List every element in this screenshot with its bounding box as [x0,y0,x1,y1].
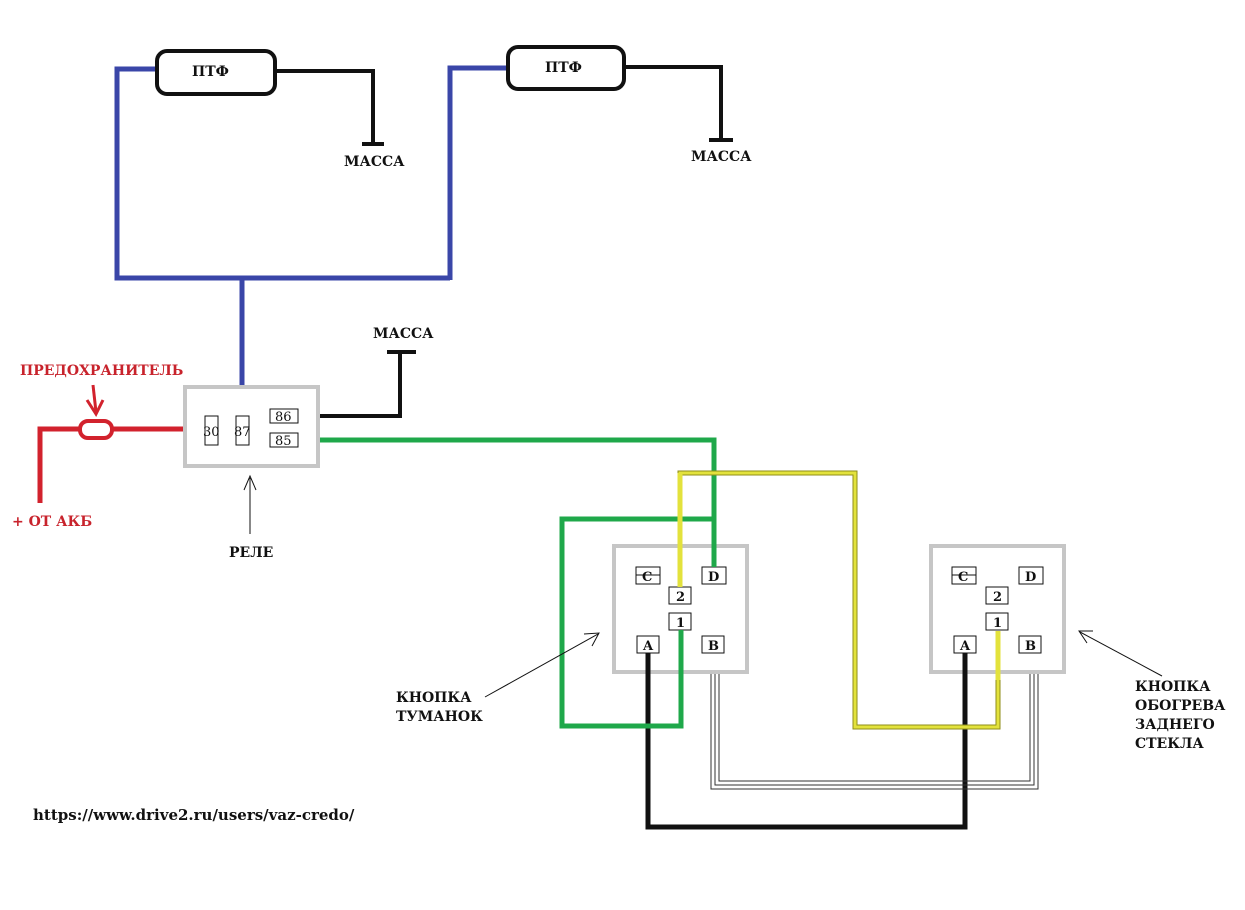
svg-text:2: 2 [993,590,1002,605]
rear-button-label-1: КНОПКА [1135,679,1211,695]
black-wire-a-a [645,653,968,830]
rear-button-label-2: ОБОГРЕВА [1135,698,1226,714]
fog-button-label-2: ТУМАНОК [396,709,483,725]
svg-text:A: A [959,639,971,654]
ground-wires [275,65,968,830]
fog-button: C D 2 1 A B [612,544,749,674]
fog-button-label-1: КНОПКА [396,690,472,706]
svg-text:A: A [642,639,654,654]
relay-pin-86 [269,408,299,424]
rear-button-label-4: СТЕКЛА [1135,736,1204,752]
relay: 30 87 86 85 [183,385,320,468]
relay-pin-87 [235,415,250,446]
svg-text:B: B [1025,639,1036,654]
fog-lamp-right-label: ПТФ [545,60,582,76]
svg-text:30: 30 [203,425,220,440]
svg-text:C: C [958,570,968,585]
fog-lamp-left: ПТФ [155,49,277,96]
svg-text:C: C [642,570,652,585]
rear-button-pin-d [1018,566,1044,585]
ground-wire-relay [298,352,402,418]
fog-lamp-left-label: ПТФ [192,64,229,80]
rear-button-arrow [1079,631,1163,677]
ground-wire-right [624,65,723,140]
ground-label-relay: МАССА [373,326,434,342]
fog-button-arrow [484,633,599,698]
svg-text:B: B [708,639,719,654]
fuse-label: ПРЕДОХРАНИТЕЛЬ [20,363,183,379]
rear-button-pin-1 [985,612,1009,631]
fuse-symbol [78,419,114,440]
fog-button-pin-b [701,635,725,654]
svg-text:2: 2 [676,590,685,605]
ground-label-right: МАССА [691,149,752,165]
power-wire [37,384,205,503]
rear-button-label-3: ЗАДНЕГО [1135,717,1215,733]
rear-button-pin-2 [985,586,1009,605]
blue-wire-left [114,66,450,281]
relay-pin-30 [204,415,219,446]
svg-text:1: 1 [993,616,1002,631]
battery-label: + ОТ АКБ [12,514,92,530]
svg-text:85: 85 [275,434,292,449]
source-url: https://www.drive2.ru/users/vaz-credo/ [33,806,355,824]
svg-text:D: D [1025,570,1036,585]
fuse-arrow [91,384,98,413]
svg-text:1: 1 [676,616,685,631]
ground-wire-left [275,69,375,144]
relay-pin-85 [269,432,299,448]
svg-text:86: 86 [275,410,292,425]
fog-lamp-right: ПТФ [506,45,626,91]
blue-wire-right [447,65,508,280]
ground-label-left: МАССА [344,154,405,170]
svg-text:87: 87 [234,425,251,440]
white-wire-b-b [710,654,1039,790]
rear-button-pin-b [1018,635,1042,654]
svg-text:D: D [708,570,719,585]
relay-label: РЕЛЕ [229,545,273,561]
